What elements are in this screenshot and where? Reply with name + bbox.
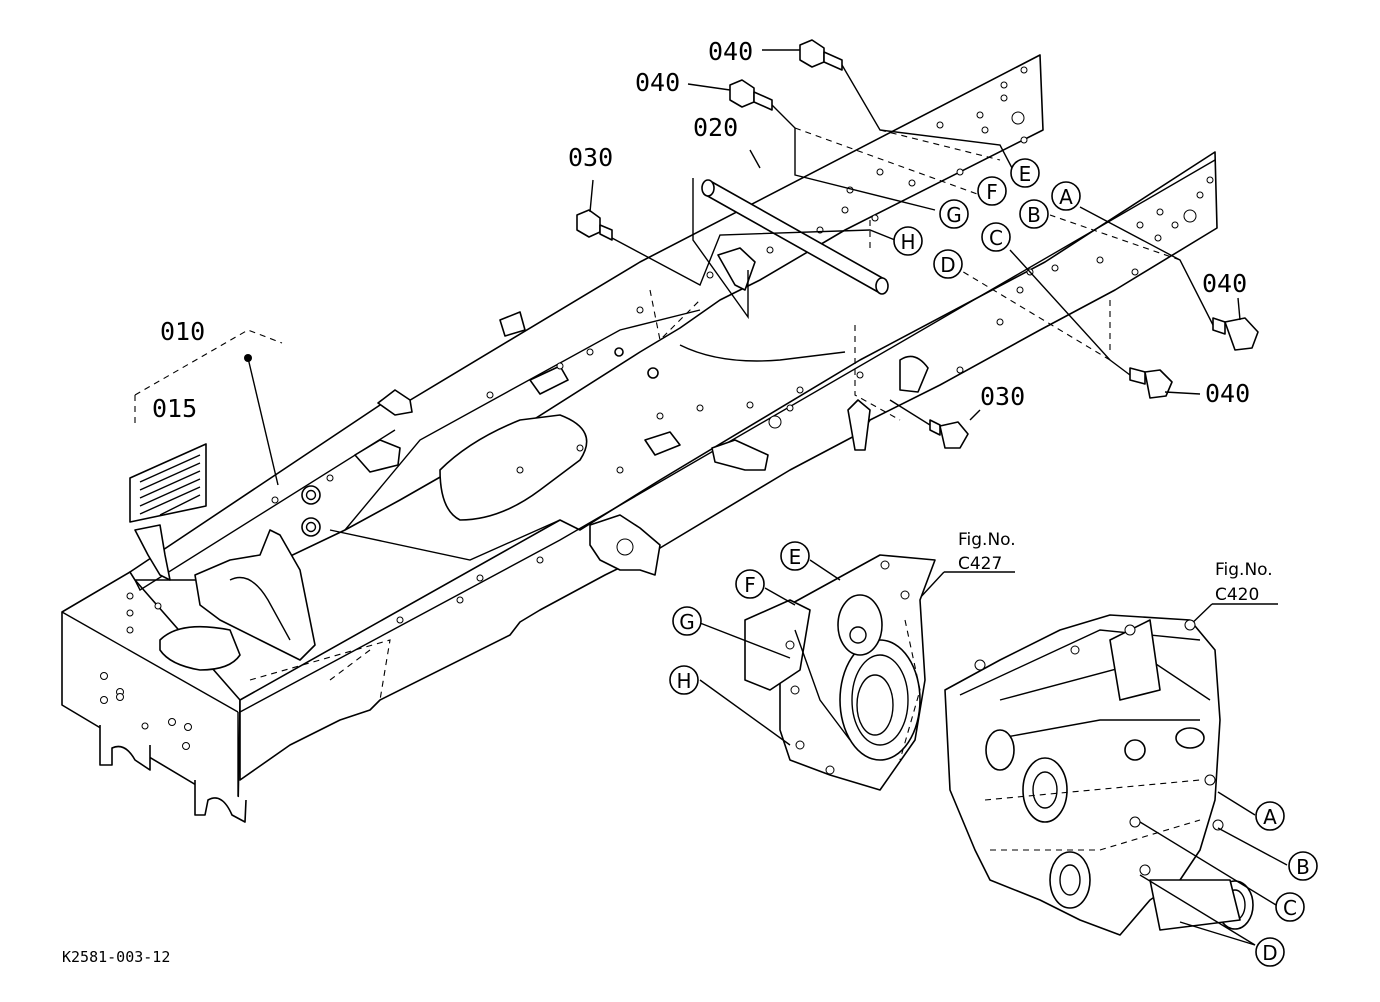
- frame-connector-h: H: [893, 226, 923, 256]
- bolt-040-right1: [1212, 317, 1259, 351]
- fig-ref-c427-line2: C427: [958, 554, 1002, 574]
- part-number-010: 010: [160, 317, 205, 346]
- pipe-part: [679, 178, 889, 362]
- frame-connector-h-label: H: [900, 230, 915, 254]
- main-frame: [61, 54, 1218, 823]
- part-number-040-right2: 040: [1205, 379, 1250, 408]
- part-number-015: 015: [152, 394, 197, 423]
- fig-ref-c420-line1: Fig.No.: [1215, 560, 1273, 580]
- c420-connector-a: A: [1255, 801, 1285, 831]
- housing-c420: [944, 614, 1288, 946]
- housing-c427: [699, 554, 936, 791]
- fig-ref-c420-line2: C420: [1215, 585, 1259, 605]
- frame-connector-g: G: [939, 199, 969, 229]
- frame-connector-e: E: [1010, 158, 1040, 188]
- fig-ref-c427-line1: Fig.No.: [958, 530, 1016, 550]
- label-plate-015: [129, 329, 283, 523]
- frame-connector-f-label: F: [986, 180, 998, 204]
- bolt-030-right: [929, 419, 969, 449]
- bolt-040-right2: [1129, 367, 1173, 399]
- c427-connector-h-label: H: [676, 669, 691, 693]
- bolt-040-top2: [729, 79, 773, 111]
- frame-connector-g-label: G: [946, 203, 962, 227]
- frame-connector-b-label: B: [1027, 203, 1041, 227]
- part-number-030-right: 030: [980, 382, 1025, 411]
- c427-connector-f-label: F: [744, 573, 756, 597]
- frame-connector-b: B: [1019, 199, 1049, 229]
- leader-lines: [244, 49, 1278, 631]
- frame-connector-a-label: A: [1059, 185, 1073, 209]
- c427-connector-h: H: [669, 665, 699, 695]
- bolt-030-top: [576, 209, 613, 241]
- part-number-040-right1: 040: [1202, 269, 1247, 298]
- frame-connector-f: F: [977, 176, 1007, 206]
- frame-connector-c-label: C: [989, 226, 1003, 250]
- c420-connector-a-label: A: [1263, 805, 1277, 829]
- c420-connector-b: B: [1288, 851, 1318, 881]
- frame-connector-c: C: [981, 222, 1011, 252]
- c420-connector-d-label: D: [1262, 941, 1277, 965]
- c420-connector-c-label: C: [1283, 896, 1297, 920]
- c427-connector-e-label: E: [789, 545, 802, 569]
- c420-connector-c: C: [1275, 892, 1305, 922]
- c427-connector-g: G: [672, 606, 702, 636]
- frame-connector-d-label: D: [940, 253, 955, 277]
- bolt-040-top1: [799, 39, 843, 71]
- c420-connector-d: D: [1255, 937, 1285, 967]
- c427-connector-g-label: G: [679, 610, 695, 634]
- drawing-code: K2581-003-12: [62, 948, 170, 966]
- part-number-020: 020: [693, 113, 738, 142]
- c427-connector-f: F: [735, 569, 765, 599]
- frame-connector-d: D: [933, 249, 963, 279]
- frame-connector-a: A: [1051, 181, 1081, 211]
- part-number-040-top1: 040: [708, 37, 753, 66]
- c427-connector-e: E: [780, 541, 810, 571]
- frame-connector-e-label: E: [1019, 162, 1032, 186]
- frame-bolt-heads: [301, 347, 659, 537]
- part-number-040-top2: 040: [635, 68, 680, 97]
- c420-connector-b-label: B: [1296, 855, 1310, 879]
- rail-holes: [126, 66, 1214, 634]
- part-number-030-top: 030: [568, 143, 613, 172]
